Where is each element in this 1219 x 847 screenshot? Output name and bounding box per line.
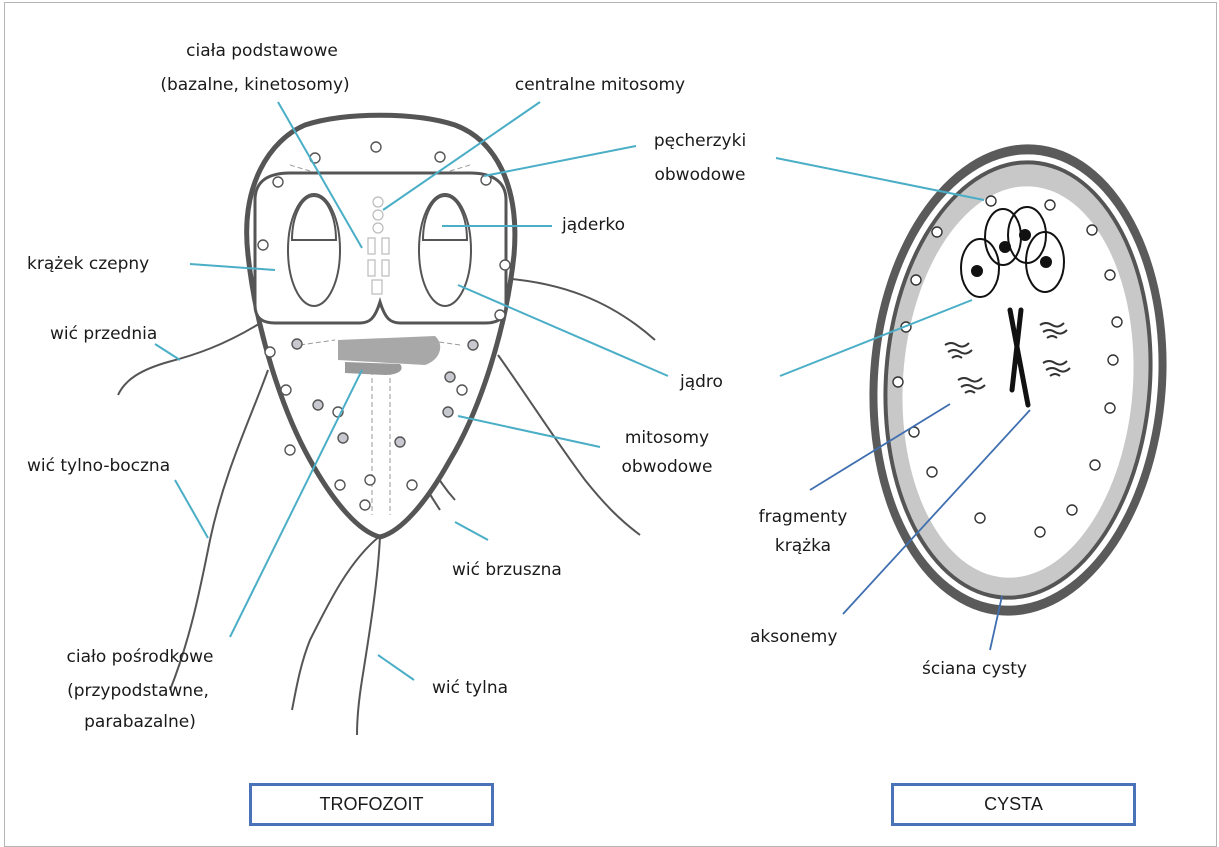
posterolateral-flagellum-left: [170, 370, 268, 690]
label-centralne-mitosomy: centralne mitosomy: [515, 75, 685, 95]
label-jaderko: jąderko: [561, 215, 625, 235]
label-pecherzyki-1: pęcherzyki: [654, 131, 746, 151]
label-cialo-posrodkowe-3: parabazalne): [84, 712, 196, 732]
label-fragmenty-1: fragmenty: [759, 507, 848, 527]
label-fragmenty-2: krążka: [775, 536, 831, 556]
label-wic-brzuszna: wić brzuszna: [452, 560, 562, 580]
label-pecherzyki-2: obwodowe: [654, 165, 745, 185]
posterior-flagellum-1: [292, 536, 380, 710]
label-cialo-posrodkowe-1: ciało pośrodkowe: [67, 647, 214, 667]
label-mitosomy-2: obwodowe: [621, 457, 712, 477]
posterior-flagellum-2: [357, 536, 380, 735]
posterolateral-flagellum-right: [498, 355, 640, 535]
label-wic-tylna: wić tylna: [432, 678, 508, 698]
caption-box-cysta: CYSTA: [891, 783, 1136, 826]
label-ciala-podstawowe-1: ciała podstawowe: [186, 41, 338, 61]
label-mitosomy-1: mitosomy: [625, 428, 709, 448]
label-krazek-czepny: krążek czepny: [27, 254, 149, 274]
label-wic-przednia: wić przednia: [50, 324, 157, 344]
anterior-flagellum-right: [500, 278, 655, 340]
caption-cysta: CYSTA: [984, 794, 1043, 815]
label-aksonemy: aksonemy: [750, 627, 837, 647]
caption-trofozoit: TROFOZOIT: [320, 794, 424, 815]
median-body-lower: [345, 362, 402, 375]
label-wic-tylno-boczna: wić tylno-boczna: [27, 456, 170, 476]
label-ciala-podstawowe-2: (bazalne, kinetosomy): [160, 75, 349, 95]
median-body: [338, 336, 440, 365]
label-sciana-cysty: ściana cysty: [922, 659, 1027, 679]
label-cialo-posrodkowe-2: (przypodstawne,: [67, 681, 209, 701]
cyst-drawing: [854, 134, 1182, 625]
caption-box-trofozoit: TROFOZOIT: [249, 783, 494, 826]
label-jadro: jądro: [679, 372, 723, 392]
